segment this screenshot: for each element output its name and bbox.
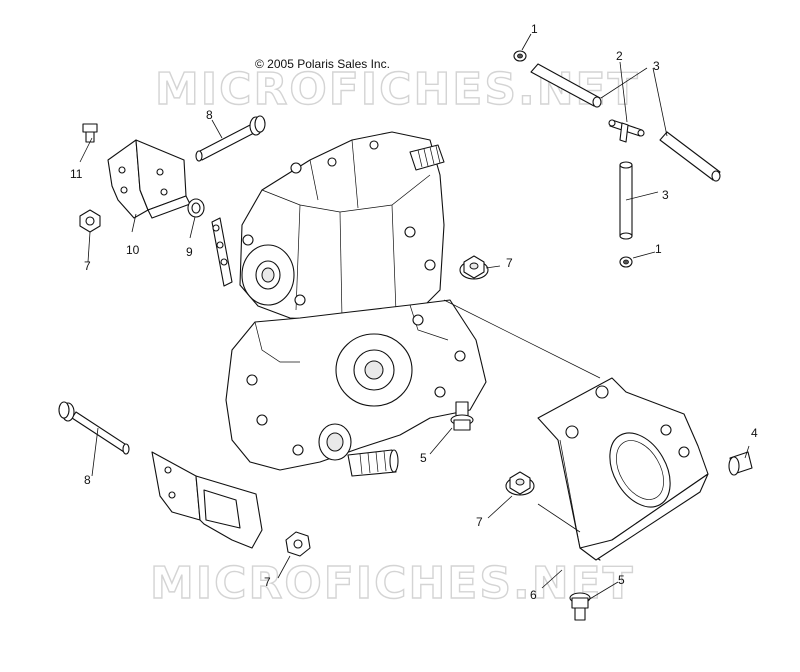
vent-hose-right: [659, 131, 721, 182]
callout-10: 10: [126, 243, 140, 257]
callout-4: 4: [751, 426, 758, 440]
engine-mount-plate: [537, 377, 709, 561]
flange-bolt-center: [450, 401, 474, 431]
bolt-small: [82, 123, 98, 143]
mount-bracket-lower: [151, 451, 263, 549]
vent-hose-upper-left: [530, 63, 602, 108]
callout-2: 2: [616, 49, 623, 63]
callout-6: 6: [530, 588, 537, 602]
tee-fitting: [608, 119, 645, 143]
flange-nut-mount: [505, 471, 535, 496]
flange-nut-center: [459, 255, 489, 280]
callout-7-bottom: 7: [264, 575, 271, 589]
mount-bracket-upper: [107, 139, 191, 219]
copyright-notice: © 2005 Polaris Sales Inc.: [255, 57, 390, 71]
callout-7-center: 7: [506, 256, 513, 270]
watermark-top: MICROFICHES.NET: [155, 64, 640, 115]
transmission-assembly: [211, 131, 487, 477]
callout-9: 9: [186, 245, 193, 259]
flange-nut-bottom: [285, 531, 311, 557]
flange-nut-left: [79, 209, 101, 233]
callout-3-top: 3: [653, 59, 660, 73]
callout-7-left: 7: [84, 259, 91, 273]
callout-11: 11: [70, 167, 83, 181]
vent-hose-vertical: [619, 161, 633, 240]
bolt-upper: [195, 115, 266, 162]
flange-nut-9: [187, 198, 205, 218]
callout-7-mount: 7: [476, 515, 483, 529]
callout-labels: 1 2 3 3 1 8 11 7 10 9 7 4 5 8 7 7 6 5: [70, 22, 758, 602]
hose-clamp-bottom: [619, 256, 633, 268]
watermark-bottom: MICROFICHES.NET: [150, 558, 635, 609]
alignment-line: [443, 299, 601, 379]
callout-1-top: 1: [531, 22, 538, 36]
callout-5-bottom: 5: [618, 573, 625, 587]
leader-lines: [79, 33, 750, 601]
callout-3-right: 3: [662, 188, 669, 202]
callout-1-lower: 1: [655, 242, 662, 256]
callout-8-lower: 8: [84, 473, 91, 487]
callout-5-center: 5: [420, 451, 427, 465]
hose-clamp-top: [513, 50, 527, 62]
flange-bolt-bottom: [569, 592, 591, 621]
bolt-lower: [58, 401, 130, 455]
callout-8-upper: 8: [206, 108, 213, 122]
flange-bolt-4: [728, 451, 753, 476]
